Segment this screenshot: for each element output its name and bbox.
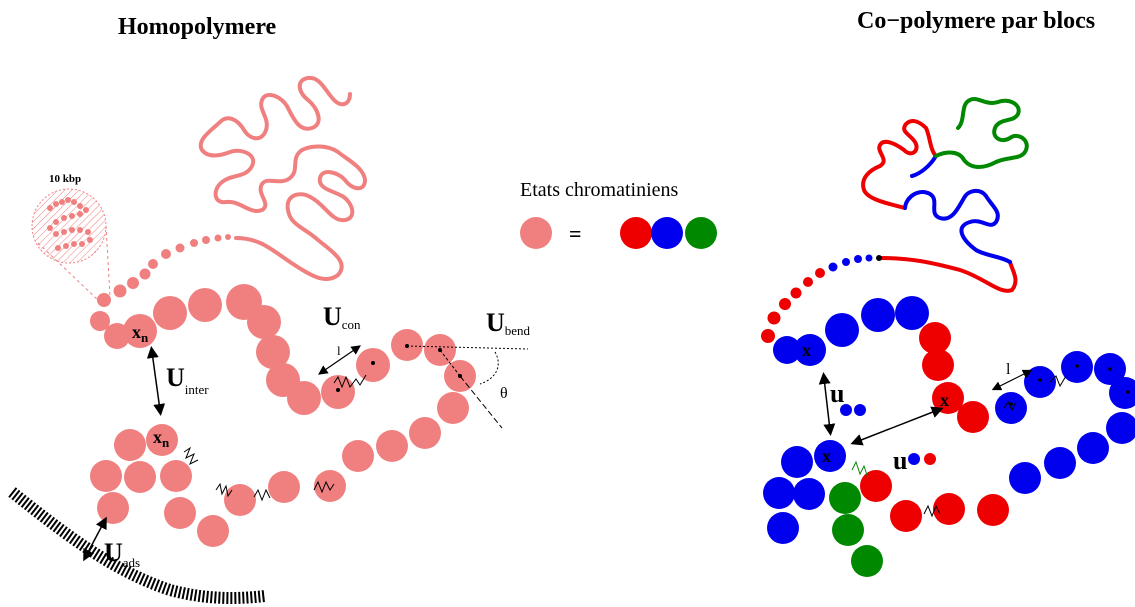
label-u-blue: u [830, 379, 844, 408]
label-u-con: Ucon [323, 302, 361, 332]
label-xn-r2: x [940, 390, 949, 410]
u-mixed-bead-blue [908, 453, 920, 465]
title-homopolymer: Homopolymere [118, 14, 277, 40]
zoom-10kbp: 10 kbp [31, 173, 111, 301]
legend-blue-bead [651, 217, 683, 249]
label-xn-top: xn [132, 322, 149, 345]
copolymer-springs [923, 375, 1067, 518]
label-xn-r1: x [802, 340, 811, 360]
copolymer-beads [763, 296, 1135, 577]
homopolymer-springs [183, 374, 367, 502]
homopolymer-beads [90, 284, 476, 547]
label-u-bend: Ubend [486, 308, 531, 338]
label-l-left: l [337, 343, 341, 358]
legend-red-bead [620, 217, 652, 249]
adsorbing-wall [8, 487, 266, 604]
u-mixed-bead-red [924, 453, 936, 465]
legend-green-bead [685, 217, 717, 249]
homopolymer-diagram: 10 kbp [8, 75, 531, 604]
label-10kbp: 10 kbp [49, 173, 81, 185]
homopolymer-coarse-chain [198, 75, 367, 282]
legend-equals: = [569, 221, 582, 246]
u-blue-bead-2 [854, 404, 866, 416]
legend-homo-bead [520, 217, 552, 249]
title-block-copolymer: Co−polymere par blocs [857, 8, 1095, 34]
homopolymer-small-beads [97, 234, 231, 307]
copolymer-small-beads [761, 254, 882, 343]
legend: Etats chromatiniens = [520, 179, 717, 249]
copolymer-diagram: x x x l u u [761, 97, 1135, 577]
label-u-ads: Uads [104, 538, 140, 570]
label-u-mixed: u [893, 446, 907, 475]
legend-title: Etats chromatiniens [520, 179, 679, 201]
u-blue-bead-1 [840, 404, 852, 416]
label-xn-r3: x [822, 446, 831, 466]
label-l-right: l [1006, 361, 1011, 378]
label-xn-bottom: xn [153, 427, 170, 450]
label-u-inter: Uinter [166, 363, 209, 397]
label-theta: θ [500, 385, 508, 402]
